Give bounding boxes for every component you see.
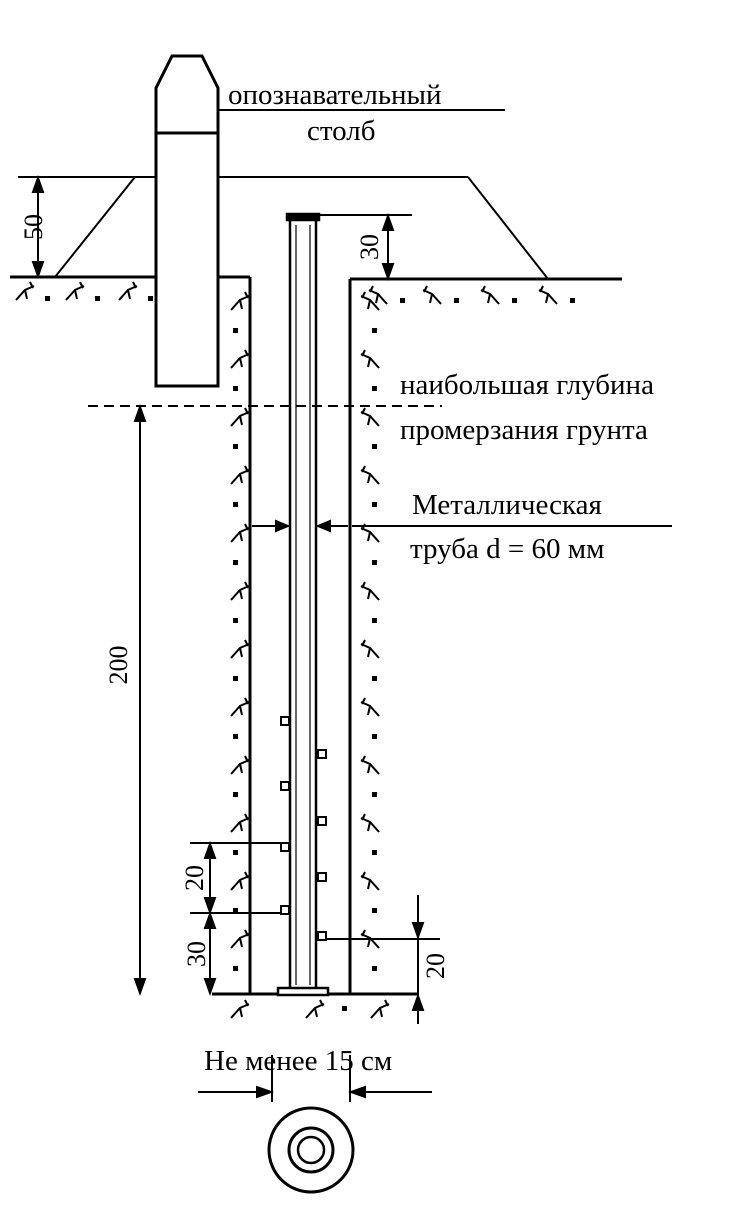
soil-dot [372, 502, 377, 507]
soil-mark [230, 755, 250, 775]
dim-30-bottom-label: 30 [182, 941, 211, 967]
soil-dot [372, 908, 377, 913]
sensor-marks [280, 716, 327, 941]
soil-dot [372, 966, 377, 971]
soil-mark [422, 285, 442, 305]
soil-mark [538, 285, 558, 305]
soil-dot [372, 850, 377, 855]
marker-post-label-line1: опознавательный [228, 79, 442, 111]
soil-dot [233, 618, 238, 623]
soil-dot [372, 618, 377, 623]
soil-dot [512, 298, 517, 303]
soil-mark [230, 291, 250, 311]
soil-dot [372, 386, 377, 391]
soil-mark [360, 407, 380, 427]
soil-dot [372, 560, 377, 565]
dim-20-right-label: 20 [421, 953, 450, 979]
dim-30-bottom [203, 911, 217, 996]
soil-dot [233, 444, 238, 449]
soil-dot [342, 1006, 347, 1011]
soil-dot [233, 734, 238, 739]
pipe-diameter-arrows [252, 519, 348, 533]
soil-mark [230, 523, 250, 543]
soil-dot [233, 560, 238, 565]
soil-mark [368, 285, 388, 305]
soil-dot [372, 792, 377, 797]
soil-dot [233, 908, 238, 913]
dim-30-top [318, 213, 412, 281]
soil-mark [480, 285, 500, 305]
dim-50 [18, 175, 135, 279]
soil-dot [148, 296, 153, 301]
frost-depth-label-line2: промерзания грунта [400, 414, 648, 446]
soil-dot [233, 328, 238, 333]
soil-dot [570, 298, 575, 303]
soil-dot [233, 386, 238, 391]
soil-hatching [15, 281, 575, 1019]
soil-mark [230, 929, 250, 949]
soil-dot [372, 328, 377, 333]
soil-dot [372, 444, 377, 449]
min-width-label: Не менее 15 см [204, 1045, 392, 1077]
soil-dot [400, 298, 405, 303]
soil-mark [230, 407, 250, 427]
soil-dot [233, 850, 238, 855]
ground-surface [10, 275, 622, 281]
soil-mark [230, 465, 250, 485]
soil-mark [230, 871, 250, 891]
dim-20-right [326, 895, 440, 1024]
dim-200-label: 200 [104, 646, 133, 685]
soil-dot [233, 966, 238, 971]
soil-mark [230, 639, 250, 659]
soil-mark [230, 581, 250, 601]
soil-mark [370, 999, 390, 1019]
soil-mark [360, 465, 380, 485]
pipe-label-line2: труба d = 60 мм [410, 533, 604, 565]
pipe-label-line1: Металлическая [412, 489, 602, 521]
soil-dot [233, 792, 238, 797]
soil-dot [45, 296, 50, 301]
soil-mark [15, 281, 35, 301]
soil-mark [360, 871, 380, 891]
soil-mark [360, 349, 380, 369]
soil-mark [360, 581, 380, 601]
soil-mark [65, 281, 85, 301]
soil-dot [454, 298, 459, 303]
dim-20-left-label: 20 [180, 865, 209, 891]
soil-dot [233, 502, 238, 507]
soil-mark [360, 639, 380, 659]
soil-mark [230, 349, 250, 369]
leader-lines [218, 109, 672, 527]
metal-pipe [276, 212, 330, 997]
frost-depth-label-line1: наибольшая глубина [400, 369, 654, 401]
soil-mark [305, 999, 325, 1019]
soil-mark [230, 697, 250, 717]
dim-width [198, 1055, 432, 1102]
soil-dot [95, 296, 100, 301]
marker-post [154, 54, 220, 388]
mound-outline [54, 176, 549, 280]
soil-mark [118, 281, 138, 301]
soil-mark [230, 813, 250, 833]
soil-dot [372, 734, 377, 739]
soil-mark [230, 999, 250, 1019]
dim-200 [133, 404, 147, 996]
soil-dot [372, 676, 377, 681]
soil-mark [360, 813, 380, 833]
dim-20-left [190, 841, 281, 915]
plan-view [267, 1106, 355, 1194]
dim-30-top-label: 30 [355, 234, 384, 260]
soil-dot [233, 676, 238, 681]
soil-mark [360, 697, 380, 717]
soil-mark [360, 291, 380, 311]
soil-mark [360, 755, 380, 775]
dim-50-label: 50 [19, 214, 48, 240]
marker-post-label-line2: столб [307, 115, 376, 147]
